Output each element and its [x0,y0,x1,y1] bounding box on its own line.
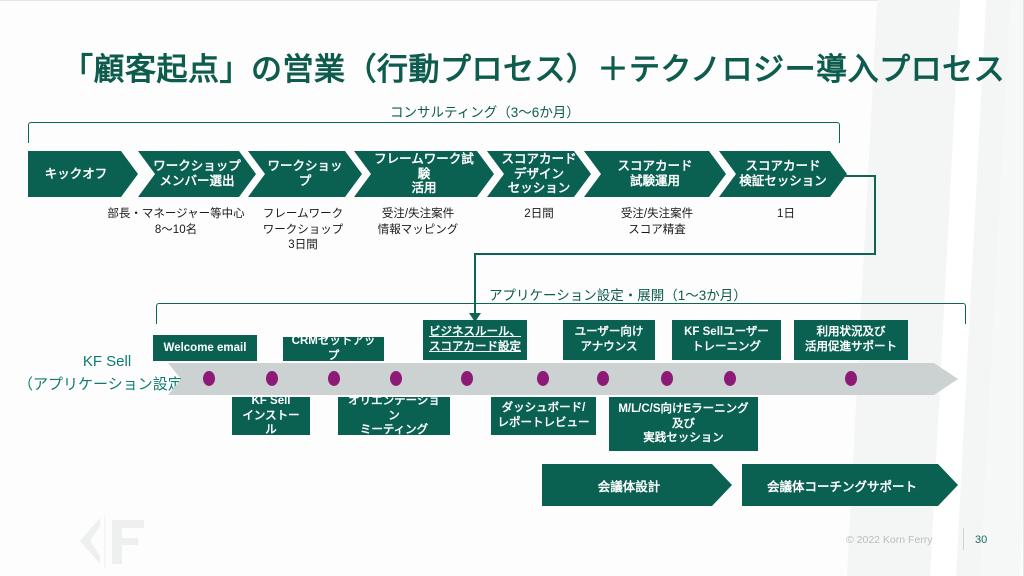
app-box-user-announce[interactable]: ユーザー向け アナウンス [563,320,655,360]
milestone-dot[interactable] [328,371,340,386]
milestone-dot[interactable] [724,371,736,386]
connector-arrowhead [469,313,481,322]
milestone-dot[interactable] [390,371,402,386]
app-box-user-training[interactable]: KF Sellユーザー トレーニング [672,320,781,360]
app-box-elearning[interactable]: M/L/C/S向けEラーニング 及び 実践セッション [609,397,758,451]
connector-segment-right [874,175,876,255]
process-step-meeting-coaching[interactable]: 会議体コーチングサポート [742,464,958,506]
process-step-scorecard-trial[interactable]: スコアカード 試験運用 [584,151,726,197]
caption-scorecard-design: 2日間 [524,208,554,220]
process-step-workshop[interactable]: ワークショップ [248,151,362,197]
application-timeline-arrow [168,363,958,395]
process-step-framework-trial[interactable]: フレームワーク試験 活用 [354,151,494,197]
milestone-dot[interactable] [461,371,473,386]
milestone-dot[interactable] [661,371,673,386]
app-box-business-rules[interactable]: ビジネスルール、 スコアカード設定 [423,320,527,360]
connector-segment-middle [474,253,876,255]
footer-divider [963,528,964,550]
milestone-dot[interactable] [537,371,549,386]
process-step-scorecard-verify[interactable]: スコアカード 検証セッション [719,151,847,197]
app-box-orientation[interactable]: オリエンテーション ミーティング [338,395,450,436]
app-box-kf-sell-install[interactable]: KF Sell インストール [232,395,310,436]
caption-workshop-member: 部長・マネージャー等中心 8～10名 [107,208,245,236]
kf-sell-axis-label: KF Sell （アプリケーション設定） [18,353,198,394]
slide-title: 「顧客起点」の営業（行動プロセス）＋テクノロジー導入プロセス [62,52,1006,87]
app-box-dashboard-review[interactable]: ダッシュボード/ レポートレビュー [491,397,596,435]
app-box-crm-setup[interactable]: CRMセットアップ [283,335,384,362]
application-phase-label: アプリケーション設定・展開（1～3か月） [489,288,747,303]
milestone-dot[interactable] [845,371,857,386]
milestone-dot[interactable] [266,371,278,386]
caption-workshop: フレームワーク ワークショップ 3日間 [262,208,344,252]
korn-ferry-logo [80,516,144,568]
milestone-dot[interactable] [597,371,609,386]
process-step-workshop-member[interactable]: ワークショップ メンバー選出 [138,151,256,197]
process-step-kickoff[interactable]: キックオフ [28,151,138,197]
app-box-adoption-support[interactable]: 利用状況及び 活用促進サポート [794,320,908,360]
top-border [0,0,1024,1]
milestone-dot[interactable] [203,371,215,386]
consulting-phase-label: コンサルティング（3～6か月） [390,105,580,120]
copyright-text: © 2022 Korn Ferry [846,534,933,546]
process-step-scorecard-design[interactable]: スコアカード デザイン セッション [487,151,591,197]
consulting-phase-bracket [28,122,840,143]
process-step-meeting-design[interactable]: 会議体設計 [542,464,732,506]
caption-scorecard-verify: 1日 [777,208,795,220]
connector-segment-down [474,253,476,315]
caption-scorecard-trial: 受注/失注案件 スコア精査 [620,208,694,236]
caption-framework-trial: 受注/失注案件 情報マッピング [377,208,459,236]
connector-segment-top [845,175,876,177]
application-phase-bracket [156,303,966,324]
page-number: 30 [975,534,988,546]
app-box-welcome-email[interactable]: Welcome email [153,335,257,361]
